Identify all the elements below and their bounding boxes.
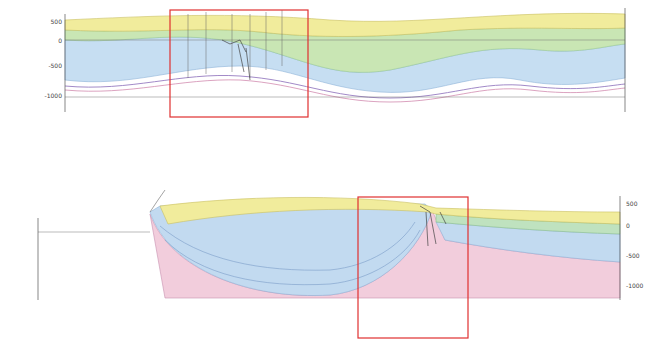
axis-tick-label: 0 [626,222,630,229]
boreholes [188,10,282,78]
axis-tick-label: 0 [58,37,62,44]
highlight-frame [358,197,468,338]
axis-tick-label: 500 [51,18,62,25]
layer-line [165,230,420,285]
axis [620,196,621,300]
molasse-band [65,13,625,36]
lower-section [38,190,620,338]
axis-tick-label: -500 [626,252,640,259]
datum-line [65,97,625,98]
surface-line [150,190,165,212]
datum-line [38,232,150,233]
axis [65,14,66,112]
molasse-band [160,197,620,224]
axis [38,218,39,300]
axis-tick-label: -500 [48,62,62,69]
layer-line [160,222,415,270]
fault [222,40,250,80]
axis-tick-label: -1000 [45,92,62,99]
axis-tick-label: 500 [626,200,637,207]
axis [625,8,626,112]
base-line [65,80,625,102]
fault [420,206,446,246]
datum-line [65,40,625,41]
highlight-frame [170,10,308,117]
axis-tick-label: -1000 [626,282,643,289]
upper-section [65,8,625,117]
